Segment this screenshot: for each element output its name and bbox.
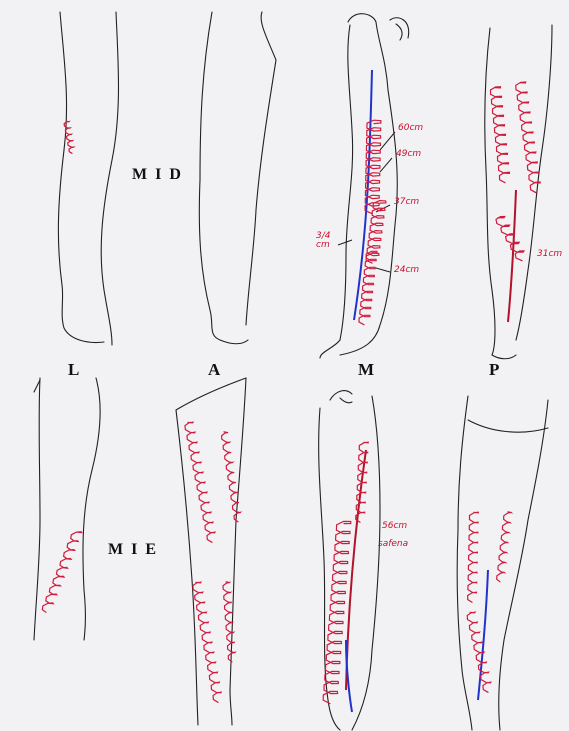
annotation-24cm: 24cm — [394, 266, 419, 275]
column-label-anterior: A — [208, 360, 220, 380]
annotation-49cm: 49cm — [396, 150, 421, 159]
annotation-56cm: 56cm — [382, 522, 407, 531]
leg-outline-left-lateral — [34, 378, 100, 640]
row-label-left-leg: M I E — [108, 541, 158, 559]
leg-outline-right-posterior — [485, 25, 552, 359]
varix-left-posterior-b — [497, 512, 512, 582]
varix-left-anterior-c — [193, 582, 221, 702]
varix-left-anterior-a — [185, 422, 215, 542]
varix-left-posterior-a — [468, 512, 479, 602]
leg-outline-right-lateral — [58, 12, 118, 345]
varix-left-anterior-b — [222, 432, 241, 522]
column-label-lateral: L — [68, 360, 79, 380]
varix-right-posterior-c — [496, 217, 524, 261]
varix-right-posterior-a — [491, 87, 510, 183]
annotation-safena: safena — [378, 540, 408, 549]
leg-outline-right-medial — [320, 14, 409, 358]
saphenous-vein-right-posterior — [508, 190, 516, 322]
varix-right-medial-mid — [366, 201, 386, 264]
annotation-31cm: 31cm — [537, 250, 562, 259]
leg-outline-right-anterior — [199, 12, 276, 344]
varicose-veins — [42, 82, 540, 704]
saphenous-vein-left-medial-blue — [346, 640, 352, 712]
saphenous-vein-left-medial-red — [346, 450, 366, 690]
annotation-37cm: 37cm — [394, 198, 419, 207]
saphenous-vein-right-medial — [354, 70, 372, 320]
column-label-posterior: P — [489, 360, 499, 380]
varix-left-lateral — [42, 532, 81, 613]
leg-outline-left-medial — [319, 391, 380, 730]
column-label-medial: M — [358, 360, 374, 380]
row-label-right-leg: M I D — [132, 166, 183, 184]
annotation-60cm: 60cm — [398, 124, 423, 133]
annotation-3-4cm: 3/4 cm — [316, 232, 338, 250]
varix-right-posterior-b — [516, 82, 540, 193]
